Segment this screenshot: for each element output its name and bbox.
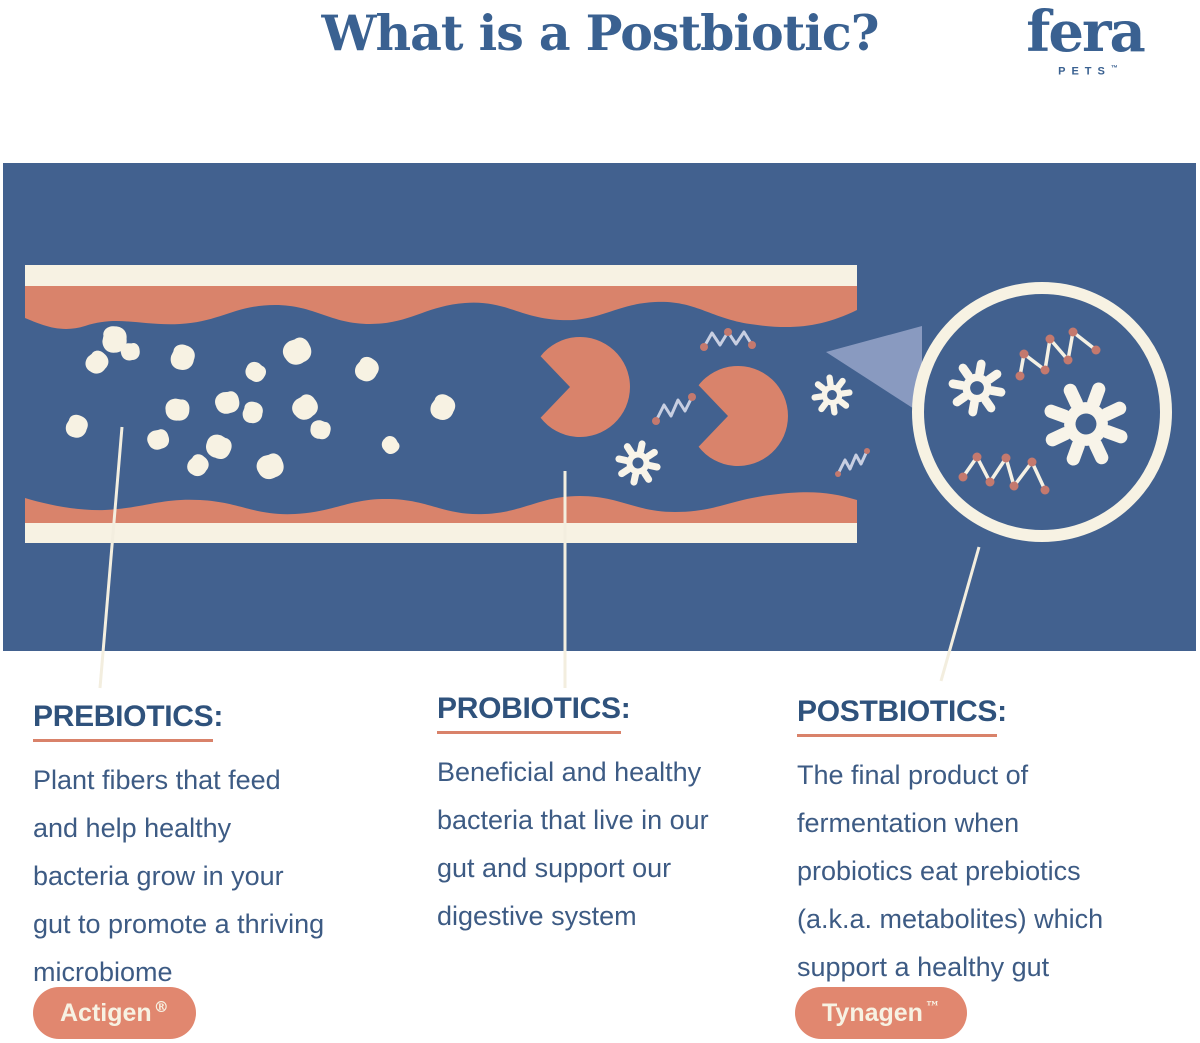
registered-mark: ® (153, 998, 169, 1016)
postbiotics-heading: POSTBIOTICS: (797, 695, 1187, 737)
postbiotics-section: POSTBIOTICS: The final product of fermen… (797, 695, 1187, 991)
gut-wall (25, 265, 857, 543)
trademark-mark: ™ (924, 998, 940, 1016)
page-title: What is a Postbiotic? (321, 4, 880, 62)
postbiotics-description: The final product of fermentation when p… (797, 760, 1104, 982)
probiotics-description: Beneficial and healthy bacteria that liv… (437, 757, 709, 931)
logo-sub-text: PETS™ (1058, 65, 1118, 78)
magnifier-circle (912, 282, 1172, 542)
prebiotics-description: Plant fibers that feed and help healthy … (33, 765, 325, 987)
magnified-postbiotics (949, 327, 1134, 495)
leader-lines (98, 426, 981, 689)
prebiotics-heading: PREBIOTICS: (33, 700, 423, 742)
probiotics-heading: PROBIOTICS: (437, 692, 827, 734)
probiotics-section: PROBIOTICS: Beneficial and healthy bacte… (437, 692, 827, 940)
actigen-badge[interactable]: Actigen® (33, 987, 196, 1039)
logo-trademark: ™ (1110, 65, 1118, 72)
fera-pets-logo: fera PETS™ (1020, 4, 1150, 78)
logo-brand-text: fera (1026, 0, 1146, 65)
metabolite-chains (652, 328, 870, 477)
probiotic-bacteria (540, 337, 788, 466)
magnifier-wedge (826, 326, 922, 414)
prebiotics-section: PREBIOTICS: Plant fibers that feed and h… (33, 700, 423, 996)
